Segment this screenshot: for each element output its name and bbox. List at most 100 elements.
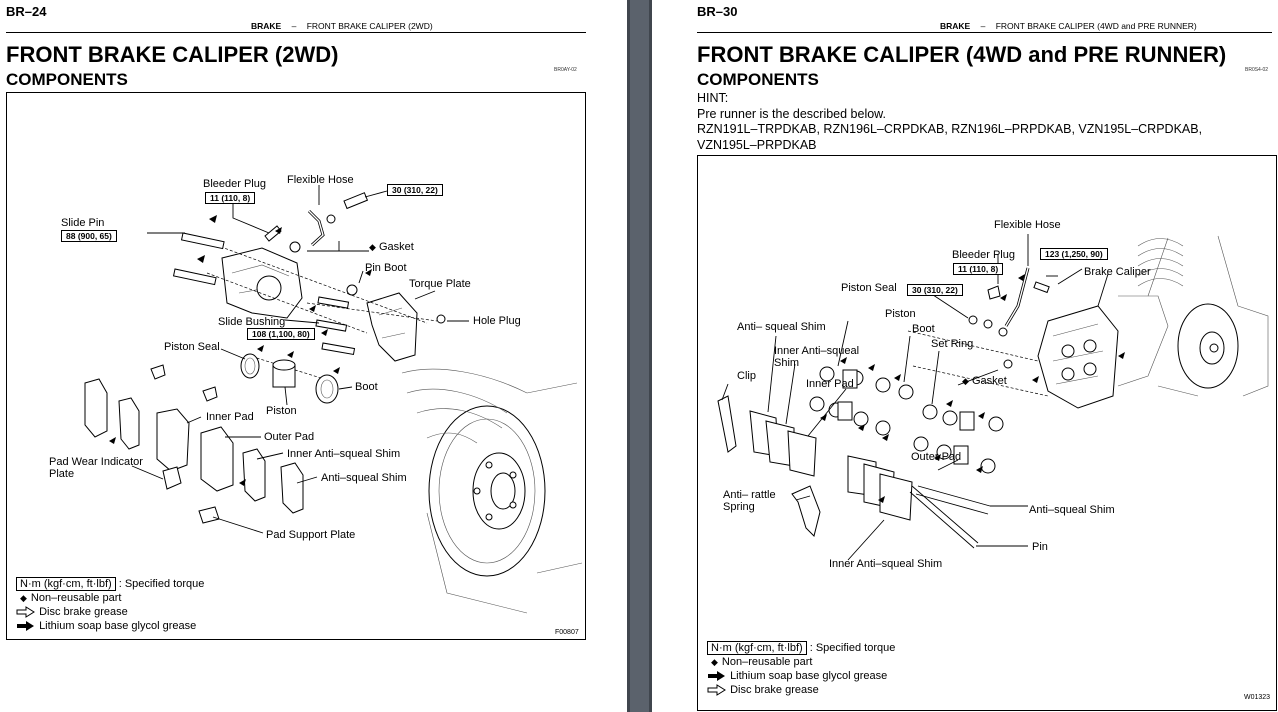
label-piston-seal: Piston Seal — [841, 282, 897, 294]
gasket-text: Gasket — [971, 375, 1007, 387]
anti-rattle-line-2: Spring — [723, 501, 755, 513]
header-rule — [697, 32, 1272, 33]
label-boot: Boot — [355, 381, 378, 393]
figure-id: F00807 — [555, 629, 579, 636]
legend-disc-grease-row: Disc brake grease — [707, 683, 895, 697]
label-piston-seal: Piston Seal — [164, 341, 220, 353]
header-dash: – — [980, 21, 986, 31]
label-piston: Piston — [885, 308, 916, 320]
figure-id: W01323 — [1244, 694, 1271, 701]
diamond-icon: ◆ — [20, 593, 27, 603]
section-subtitle: COMPONENTS — [6, 70, 128, 89]
legend-torque-text: : Specified torque — [809, 642, 896, 654]
non-reusable-mark: ◆ — [962, 376, 969, 386]
label-outer-pad: Outer Pad — [264, 431, 315, 443]
anti-rattle-line-1: Anti– rattle — [723, 489, 776, 501]
header-rule — [6, 32, 586, 33]
section-subtitle: COMPONENTS — [697, 70, 819, 89]
label-piston: Piston — [266, 405, 297, 417]
exploded-view-drawing — [717, 234, 1269, 561]
hint-line-1: Pre runner is the described below. — [697, 106, 886, 121]
slide-pin-drawing — [172, 232, 225, 286]
legend-non-reusable-row: ◆Non–reusable part — [707, 655, 895, 669]
label-bleeder-plug: Bleeder Plug — [952, 249, 1015, 261]
header-section: BRAKE — [251, 21, 282, 31]
legend-torque-box: N·m (kgf·cm, ft·lbf) — [707, 641, 807, 655]
page-title: FRONT BRAKE CALIPER (2WD) — [6, 42, 339, 67]
grease-arrow-marks — [109, 215, 372, 486]
running-header: BRAKE – FRONT BRAKE CALIPER (4WD and PRE… — [940, 21, 1197, 31]
label-gasket: ◆ Gasket — [369, 241, 414, 253]
torque-bushing: 108 (1,100, 80) — [247, 328, 315, 340]
label-pad-support-plate: Pad Support Plate — [266, 529, 356, 541]
left-manual-page: BR–24 BRAKE – FRONT BRAKE CALIPER (2WD) … — [0, 0, 627, 712]
brake-disc-drawing — [401, 368, 583, 614]
header-topic: FRONT BRAKE CALIPER (2WD) — [306, 21, 433, 31]
legend-non-reusable-row: ◆Non–reusable part — [16, 591, 204, 605]
label-inner-anti-squeal-shim: Inner Anti–squeal Shim — [287, 448, 401, 460]
page-gutter — [627, 0, 652, 712]
label-bleeder-plug: Bleeder Plug — [203, 178, 266, 190]
hollow-arrow-icon — [707, 684, 726, 696]
torque-plate-drawing — [366, 292, 418, 362]
brake-caliper-drawing — [1037, 305, 1119, 409]
label-hole-plug: Hole Plug — [473, 315, 521, 327]
gutter-bar — [630, 0, 649, 712]
label-torque-plate: Torque Plate — [409, 278, 471, 290]
label-brake-caliper: Brake Caliper — [1084, 266, 1151, 278]
right-manual-page: BR–30 BRAKE – FRONT BRAKE CALIPER (4WD a… — [652, 0, 1278, 712]
torque-seal: 30 (310, 22) — [907, 284, 963, 296]
label-flexible-hose: Flexible Hose — [994, 219, 1061, 231]
document-code: BR0AY-02 — [554, 67, 577, 73]
label-anti-squeal-shim: Anti–squeal Shim — [321, 472, 407, 484]
label-gasket: ◆ Gasket — [962, 375, 1007, 387]
caliper-body-drawing — [221, 247, 303, 319]
non-reusable-mark: ◆ — [369, 242, 376, 252]
inner-anti-squeal-line-1: Inner Anti–squeal — [774, 345, 860, 357]
label-pin-boot: Pin Boot — [365, 262, 407, 274]
hint-title: HINT: — [697, 91, 729, 105]
legend-torque-text: : Specified torque — [118, 578, 205, 590]
diamond-icon: ◆ — [711, 657, 718, 667]
hint-line-3: VZN195L–PRPDKAB — [697, 137, 817, 152]
pad-wear-line-1: Pad Wear Indicator — [49, 456, 143, 468]
label-slide-bushing: Slide Bushing — [218, 316, 286, 328]
hint-block: HINT: Pre runner is the described below.… — [697, 91, 1202, 153]
legend-torque-box: N·m (kgf·cm, ft·lbf) — [16, 577, 116, 591]
legend: N·m (kgf·cm, ft·lbf) : Specified torque … — [16, 577, 204, 633]
components-diagram: Bleeder Plug 11 (110, 8) Flexible Hose 3… — [6, 92, 586, 640]
page-number: BR–24 — [6, 4, 47, 19]
legend-disc-grease: Disc brake grease — [39, 606, 128, 618]
label-inner-anti-squeal-shim-bottom: Inner Anti–squeal Shim — [829, 558, 943, 570]
header-dash: – — [291, 21, 297, 31]
gasket-text: Gasket — [378, 241, 414, 253]
legend-lithium-grease: Lithium soap base glycol grease — [730, 670, 888, 682]
exploded-view-drawing — [84, 185, 583, 614]
legend-non-reusable: Non–reusable part — [721, 656, 813, 668]
legend-disc-grease: Disc brake grease — [730, 684, 819, 696]
legend-lithium-grease: Lithium soap base glycol grease — [39, 620, 197, 632]
torque-caliper: 123 (1,250, 90) — [1040, 248, 1108, 260]
pad-wear-line-2: Plate — [49, 468, 75, 480]
header-section: BRAKE — [940, 21, 971, 31]
legend-disc-grease-row: Disc brake grease — [16, 605, 204, 619]
header-topic: FRONT BRAKE CALIPER (4WD and PRE RUNNER) — [995, 21, 1197, 31]
label-flexible-hose: Flexible Hose — [287, 174, 354, 186]
label-boot: Boot — [912, 323, 935, 335]
label-inner-pad: Inner Pad — [806, 378, 854, 390]
document-code: BR0S4-02 — [1245, 67, 1269, 73]
torque-hose: 30 (310, 22) — [387, 184, 443, 196]
legend-torque-row: N·m (kgf·cm, ft·lbf) : Specified torque — [16, 577, 204, 591]
legend-non-reusable: Non–reusable part — [30, 592, 122, 604]
piston-set-drawing — [809, 366, 1004, 474]
torque-bleeder: 11 (110, 8) — [953, 263, 1004, 275]
torque-slide-pin: 88 (900, 65) — [61, 230, 117, 242]
label-pin: Pin — [1032, 541, 1048, 553]
label-clip: Clip — [737, 370, 756, 382]
torque-bleeder: 11 (110, 8) — [205, 192, 256, 204]
inner-anti-squeal-line-2: Shim — [774, 357, 800, 369]
legend-lithium-row: Lithium soap base glycol grease — [707, 669, 895, 683]
